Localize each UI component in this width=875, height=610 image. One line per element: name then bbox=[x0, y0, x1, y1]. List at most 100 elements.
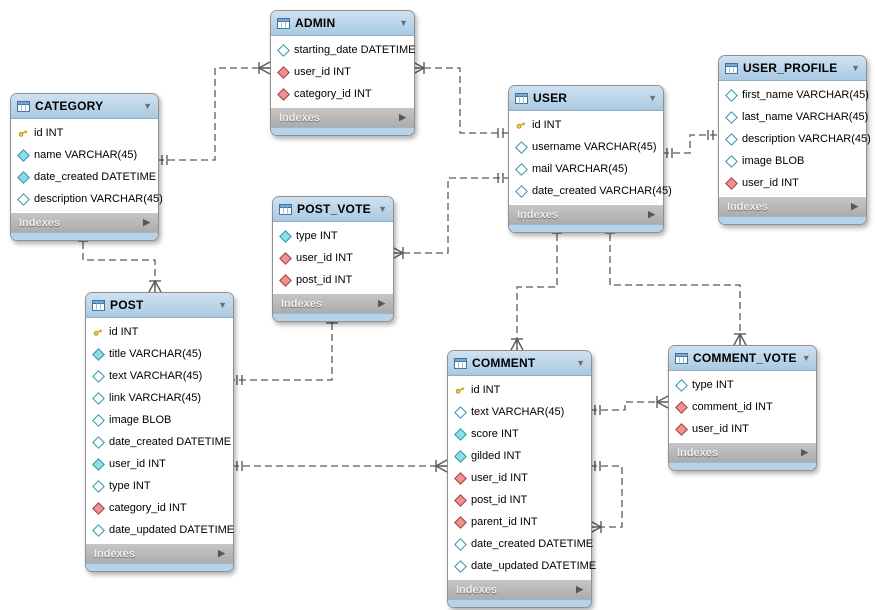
column-row[interactable]: id INT bbox=[509, 114, 663, 136]
relationship-line[interactable] bbox=[662, 134, 718, 154]
expand-arrow-icon[interactable]: ▶ bbox=[648, 209, 655, 219]
column-row[interactable]: title VARCHAR(45) bbox=[86, 343, 233, 365]
table-header[interactable]: COMMENT_VOTE▼ bbox=[669, 346, 816, 371]
relationship-line[interactable] bbox=[413, 67, 508, 134]
relationship-userprofile-user[interactable] bbox=[662, 130, 718, 158]
column-row[interactable]: date_updated DATETIME bbox=[448, 555, 596, 577]
indexes-section[interactable]: Indexes▶ bbox=[86, 544, 233, 563]
column-row[interactable]: id INT bbox=[86, 321, 233, 343]
column-row[interactable]: image BLOB bbox=[719, 150, 866, 172]
column-row[interactable]: type INT bbox=[86, 475, 233, 497]
expand-arrow-icon[interactable]: ▶ bbox=[218, 548, 225, 558]
relationship-comment-parent-self[interactable] bbox=[589, 461, 623, 534]
indexes-section[interactable]: Indexes▶ bbox=[271, 108, 414, 127]
column-row[interactable]: user_id INT bbox=[669, 418, 816, 440]
column-row[interactable]: parent_id INT bbox=[448, 511, 591, 533]
column-row[interactable]: username VARCHAR(45) bbox=[509, 136, 663, 158]
column-row[interactable]: user_id INT bbox=[719, 172, 866, 194]
relationship-postvote-post[interactable] bbox=[232, 311, 339, 385]
indexes-section[interactable]: Indexes▶ bbox=[273, 294, 393, 313]
indexes-section[interactable]: Indexes▶ bbox=[669, 443, 816, 462]
collapse-arrow-icon[interactable]: ▼ bbox=[576, 357, 585, 368]
relationship-postvote-user[interactable] bbox=[391, 173, 508, 260]
table-header[interactable]: USER_PROFILE▼ bbox=[719, 56, 866, 81]
column-row[interactable]: starting_date DATETIME bbox=[271, 39, 415, 61]
relationship-line[interactable] bbox=[590, 465, 623, 528]
relationship-comment-post[interactable] bbox=[232, 459, 448, 473]
relationship-admin-category[interactable] bbox=[157, 61, 271, 165]
table-header[interactable]: POST_VOTE▼ bbox=[273, 197, 393, 222]
collapse-arrow-icon[interactable]: ▼ bbox=[399, 17, 408, 28]
column-row[interactable]: category_id INT bbox=[271, 83, 414, 105]
column-row[interactable]: image BLOB bbox=[86, 409, 233, 431]
column-row[interactable]: date_created DATETIME bbox=[11, 166, 158, 188]
relationship-line[interactable] bbox=[232, 312, 333, 381]
column-row[interactable]: link VARCHAR(45) bbox=[86, 387, 233, 409]
relationship-line[interactable] bbox=[516, 223, 558, 350]
column-row[interactable]: score INT bbox=[448, 423, 591, 445]
expand-arrow-icon[interactable]: ▶ bbox=[143, 217, 150, 227]
indexes-section[interactable]: Indexes▶ bbox=[509, 205, 663, 224]
table-header[interactable]: USER▼ bbox=[509, 86, 663, 111]
relationship-comment-user[interactable] bbox=[510, 223, 562, 351]
column-row[interactable]: first_name VARCHAR(45) bbox=[719, 84, 869, 106]
column-row[interactable]: date_created VARCHAR(45) bbox=[509, 180, 672, 202]
collapse-arrow-icon[interactable]: ▼ bbox=[143, 100, 152, 111]
relationship-line[interactable] bbox=[82, 231, 156, 292]
expand-arrow-icon[interactable]: ▶ bbox=[576, 584, 583, 594]
column-row[interactable]: text VARCHAR(45) bbox=[448, 401, 591, 423]
collapse-arrow-icon[interactable]: ▼ bbox=[378, 203, 387, 214]
table-header[interactable]: POST▼ bbox=[86, 293, 233, 318]
column-row[interactable]: user_id INT bbox=[271, 61, 414, 83]
indexes-section[interactable]: Indexes▶ bbox=[719, 197, 866, 216]
expand-arrow-icon[interactable]: ▶ bbox=[801, 447, 808, 457]
column-row[interactable]: description VARCHAR(45) bbox=[719, 128, 871, 150]
column-row[interactable]: user_id INT bbox=[448, 467, 591, 489]
relationship-commentvote-comment[interactable] bbox=[590, 395, 669, 415]
column-row[interactable]: id INT bbox=[11, 122, 158, 144]
indexes-section[interactable]: Indexes▶ bbox=[11, 213, 158, 232]
column-row[interactable]: date_updated DATETIME bbox=[86, 519, 234, 541]
collapse-arrow-icon[interactable]: ▼ bbox=[801, 352, 811, 363]
expand-arrow-icon[interactable]: ▶ bbox=[378, 298, 385, 308]
table-header[interactable]: CATEGORY▼ bbox=[11, 94, 158, 119]
column-row[interactable]: mail VARCHAR(45) bbox=[509, 158, 663, 180]
column-row[interactable]: gilded INT bbox=[448, 445, 591, 467]
collapse-arrow-icon[interactable]: ▼ bbox=[648, 92, 657, 103]
relationship-line[interactable] bbox=[590, 401, 668, 411]
column-row[interactable]: user_id INT bbox=[86, 453, 233, 475]
column-row[interactable]: type INT bbox=[273, 225, 393, 247]
collapse-arrow-icon[interactable]: ▼ bbox=[851, 62, 860, 73]
relationship-line[interactable] bbox=[392, 177, 508, 254]
column-row[interactable]: name VARCHAR(45) bbox=[11, 144, 158, 166]
column-row[interactable]: post_id INT bbox=[448, 489, 591, 511]
relationship-commentvote-user[interactable] bbox=[605, 223, 747, 346]
table-header[interactable]: COMMENT▼ bbox=[448, 351, 591, 376]
column-row[interactable]: last_name VARCHAR(45) bbox=[719, 106, 868, 128]
table-header[interactable]: ADMIN▼ bbox=[271, 11, 414, 36]
column-row[interactable]: user_id INT bbox=[273, 247, 393, 269]
collapse-arrow-icon[interactable]: ▼ bbox=[218, 299, 227, 310]
indexes-section[interactable]: Indexes▶ bbox=[448, 580, 591, 599]
expand-arrow-icon[interactable]: ▶ bbox=[851, 201, 858, 211]
column-row[interactable]: description VARCHAR(45) bbox=[11, 188, 163, 210]
relationship-admin-user[interactable] bbox=[412, 61, 508, 138]
expand-arrow-icon[interactable]: ▶ bbox=[399, 112, 406, 122]
table-user_profile[interactable]: USER_PROFILE▼ first_name VARCHAR(45)last_… bbox=[718, 55, 871, 225]
column-row[interactable]: id INT bbox=[448, 379, 591, 401]
column-row[interactable]: category_id INT bbox=[86, 497, 233, 519]
column-row[interactable]: date_created DATETIME bbox=[448, 533, 593, 555]
column-row[interactable]: text VARCHAR(45) bbox=[86, 365, 233, 387]
relationship-line[interactable] bbox=[157, 67, 270, 161]
column-row[interactable]: type INT bbox=[669, 374, 816, 396]
column-row[interactable]: comment_id INT bbox=[669, 396, 816, 418]
relationship-line[interactable] bbox=[609, 223, 741, 345]
column-row[interactable]: post_id INT bbox=[273, 269, 393, 291]
